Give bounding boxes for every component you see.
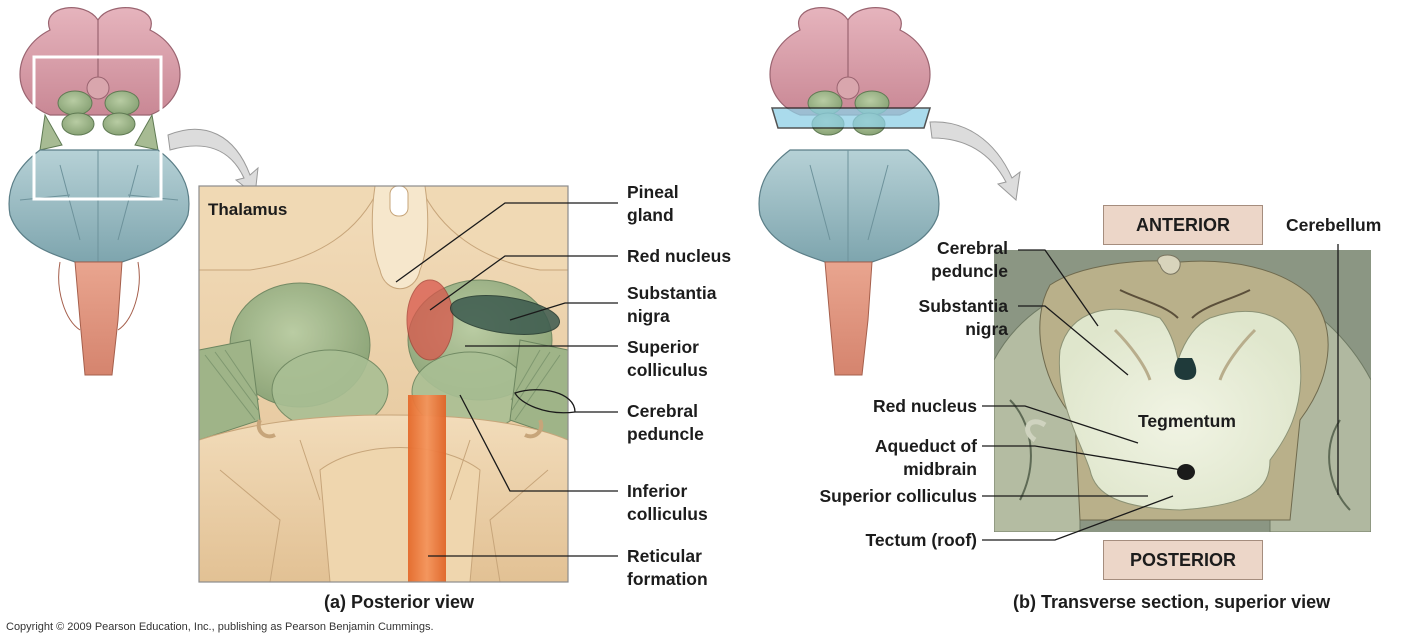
superior-colliculus-b-label: Superior colliculus <box>819 486 977 506</box>
cerebellum-label: Cerebellum <box>1286 215 1382 235</box>
leader-lines-b <box>982 244 1339 541</box>
pineal-gland-label: Pineal gland <box>627 182 679 225</box>
red-nucleus-b-label: Red nucleus <box>872 396 977 416</box>
anterior-box: ANTERIOR <box>1103 205 1263 245</box>
reticular-formation-label: Reticular formation <box>627 546 708 589</box>
posterior-box: POSTERIOR <box>1103 540 1263 580</box>
cerebral-peduncle-label: Cerebral peduncle <box>627 401 704 444</box>
cerebral-peduncle-b-label: Cerebral peduncle <box>931 238 1008 281</box>
posterior-view-panel <box>199 186 568 582</box>
tectum-label: Tectum (roof) <box>865 530 977 550</box>
substantia-nigra-label: Substantia nigra <box>627 283 717 326</box>
brainstem-thumbnail-a <box>8 7 259 376</box>
caption-a: (a) Posterior view <box>324 592 475 612</box>
transverse-section-photo <box>994 250 1371 532</box>
copyright-notice: Copyright © 2009 Pearson Education, Inc.… <box>6 621 434 633</box>
substantia-nigra-b-label: Substantia nigra <box>918 296 1008 339</box>
inferior-colliculus-label: Inferior colliculus <box>627 481 708 524</box>
superior-colliculus-label: Superior colliculus <box>627 337 708 380</box>
leader-lines-a <box>395 202 618 557</box>
aqueduct-of-midbrain-label: Aqueduct of midbrain <box>874 436 977 479</box>
tegmentum-label: Tegmentum <box>1138 411 1236 431</box>
brainstem-thumbnail-b <box>758 7 1021 376</box>
thalamus-label: Thalamus <box>208 200 288 219</box>
caption-b: (b) Transverse section, superior view <box>1013 592 1331 612</box>
red-nucleus-label: Red nucleus <box>627 246 732 266</box>
